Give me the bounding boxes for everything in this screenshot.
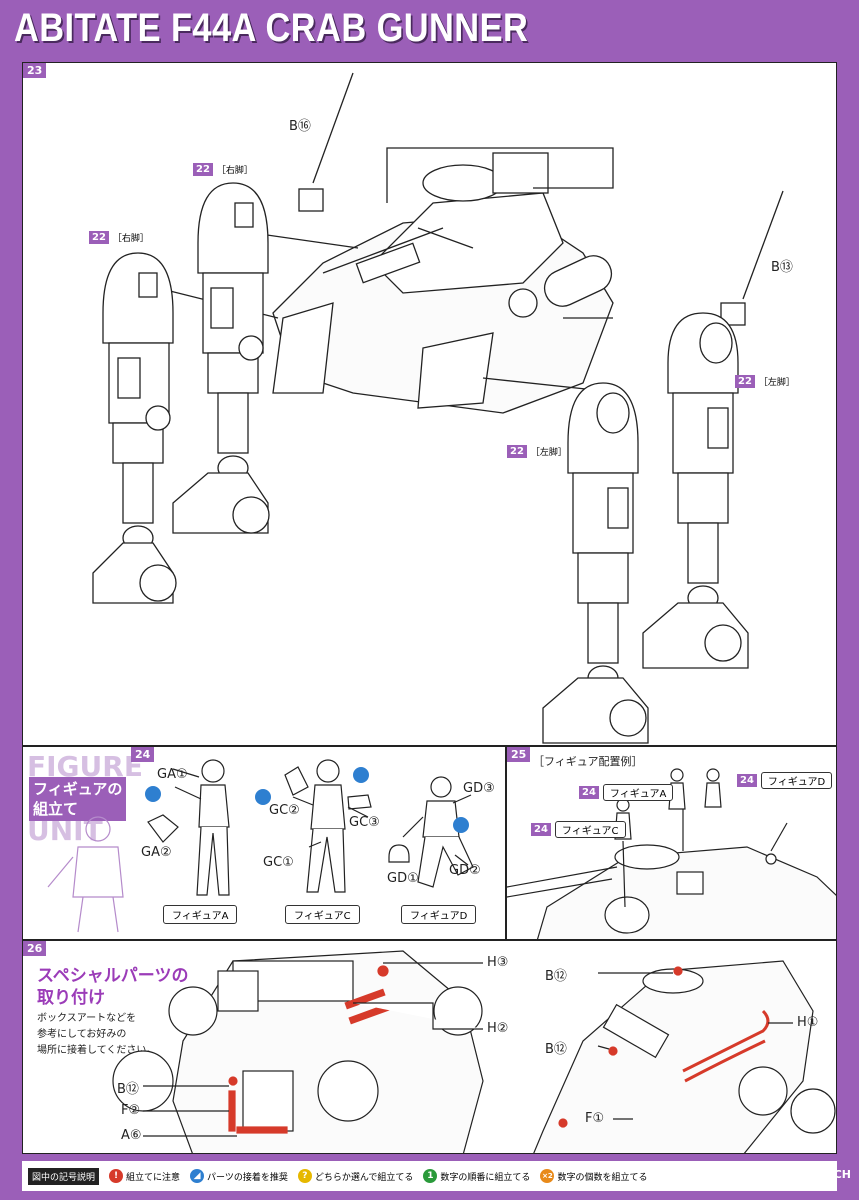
leg-tag-right-1: 22［右脚］ <box>89 231 149 244</box>
part-gd1: GD① <box>387 871 419 886</box>
figure-placement-title: ［フィギュア配置例］ <box>533 755 643 768</box>
figure-a-label: フィギュアA <box>163 905 238 924</box>
leg-right-2 <box>172 182 270 534</box>
leg-tag-left-1: 22［左脚］ <box>507 445 567 458</box>
page-title: ABITATE F44A CRAB GUNNER <box>14 6 529 50</box>
part-ga2: GA② <box>141 845 172 860</box>
part-gc2: GC② <box>269 803 300 818</box>
part-b12-left: B⑫ <box>117 1082 139 1097</box>
part-gd3: GD③ <box>463 781 495 796</box>
part-h2: H② <box>487 1021 509 1036</box>
choose-icon: ? <box>297 1169 312 1183</box>
part-b13: B⑬ <box>771 260 793 275</box>
step-23-panel: 23 <box>22 62 837 746</box>
leg-right-1 <box>92 252 177 604</box>
step-24-panel: FIGURE UNIT 24 フィギュアの 組立て <box>22 746 506 940</box>
caution-icon: ! <box>109 1169 124 1183</box>
part-h3: H③ <box>487 955 509 970</box>
step-26-illustration <box>112 950 836 1153</box>
leg-left-2 <box>642 312 749 669</box>
step-26-panel: 26 スペシャルパーツの 取り付け ボックスアートなどを 参考にしてお好みの 場… <box>22 940 837 1154</box>
step-25-illustration <box>507 768 836 939</box>
unit-bg-text: UNIT <box>27 814 103 847</box>
special-parts-description: ボックスアートなどを 参考にしてお好みの 場所に接着してください。 <box>37 1013 157 1056</box>
figure-assembly-title: フィギュアの 組立て <box>29 777 127 821</box>
step-number: 25 <box>507 747 531 762</box>
step-24-illustration <box>47 759 474 933</box>
part-b12-top: B⑫ <box>545 969 567 984</box>
figure-c-label: フィギュアC <box>285 905 360 924</box>
legend-item-caution: !組立てに注意 <box>109 1169 180 1183</box>
special-parts-title: スペシャルパーツの 取り付け <box>37 966 189 1008</box>
legend-item-glue: ◢パーツの接着を推奨 <box>190 1169 288 1183</box>
count-icon: ×2 <box>540 1169 555 1183</box>
step-number: 26 <box>23 941 47 956</box>
step-number: 24 <box>131 747 155 762</box>
glue-icon: ◢ <box>190 1169 205 1183</box>
symbol-legend: 図中の記号説明 !組立てに注意 ◢パーツの接着を推奨 ?どちらか選んで組立てる … <box>0 1157 859 1200</box>
leg-tag-right-2: 22［右脚］ <box>193 163 253 176</box>
part-b16: B⑯ <box>289 119 311 134</box>
part-f1: F① <box>585 1111 605 1126</box>
step-23-illustration <box>92 72 784 744</box>
watermark-logo: HOBBY SEARCH <box>754 1168 851 1181</box>
part-ga1: GA① <box>157 767 188 782</box>
legend-heading: 図中の記号説明 <box>28 1167 100 1185</box>
part-gc1: GC① <box>263 855 294 870</box>
figure-d-label: フィギュアD <box>401 905 477 924</box>
part-a6: A⑥ <box>121 1128 142 1143</box>
order-icon: 1 <box>423 1169 438 1183</box>
legend-item-choose: ?どちらか選んで組立てる <box>297 1169 413 1183</box>
part-b12-mid: B⑫ <box>545 1042 567 1057</box>
figure-bg-text: FIGURE <box>27 750 143 783</box>
leg-left-1 <box>542 382 649 744</box>
step-number: 23 <box>23 63 47 78</box>
leg-tag-left-2: 22［左脚］ <box>735 375 795 388</box>
part-gc3: GC③ <box>349 815 380 830</box>
part-h1: H① <box>797 1015 819 1030</box>
part-gd2: GD② <box>449 863 481 878</box>
part-f2: F② <box>121 1103 141 1118</box>
